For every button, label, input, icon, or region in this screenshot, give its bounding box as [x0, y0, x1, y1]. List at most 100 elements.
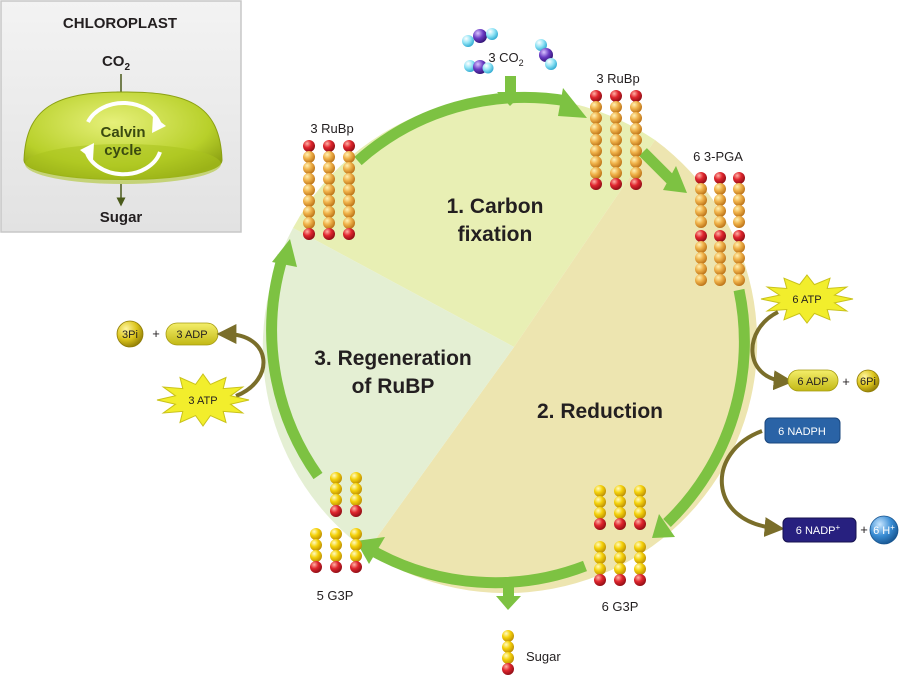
phosphate-bead	[502, 663, 514, 675]
adp-six-pill: 6 ADP	[787, 369, 839, 392]
carbon-bead	[714, 241, 726, 253]
carbon-bead	[590, 123, 602, 135]
phosphate-bead	[733, 172, 745, 184]
phosphate-bead	[590, 90, 602, 102]
phosphate-bead	[590, 178, 602, 190]
g3p-carbon-bead	[594, 485, 606, 497]
carbon-bead	[630, 101, 642, 113]
carbon-bead	[714, 216, 726, 228]
atp-six-arrow	[750, 310, 794, 391]
sector-reduction	[367, 140, 758, 594]
carbon-bead	[610, 134, 622, 146]
phosphate-bead	[610, 90, 622, 102]
carbon-bead	[303, 151, 315, 163]
carbon-bead	[733, 216, 745, 228]
phosphate-bead	[634, 518, 646, 530]
cycle-arrowhead	[663, 166, 687, 193]
carbon-bead	[303, 195, 315, 207]
phosphate-bead	[630, 178, 642, 190]
pi-three-circle: 3Pi	[116, 320, 144, 348]
atp-six-starburst: 6 ATP	[760, 274, 854, 324]
phosphate-bead	[323, 140, 335, 152]
phosphate-bead	[303, 140, 315, 152]
nadp-pill: 6 NADP+	[782, 517, 857, 543]
carbon-bead	[323, 173, 335, 185]
rubp-top-label: 3 RuBp	[596, 71, 639, 86]
carbon-bead	[323, 206, 335, 218]
phosphate-bead	[323, 228, 335, 240]
sugar-output-arrow	[496, 578, 521, 610]
cycle-arrows	[266, 88, 750, 589]
carbon-bead	[733, 205, 745, 217]
g3p-carbon-bead	[634, 485, 646, 497]
phosphate-bead	[330, 505, 342, 517]
g3p-carbon-bead	[594, 541, 606, 553]
sector-regeneration	[262, 228, 514, 551]
g3p-carbon-bead	[350, 539, 362, 551]
rubp-left-chain	[303, 140, 355, 240]
co2-input-arrow	[497, 76, 524, 106]
carbon-bead	[303, 173, 315, 185]
phosphate-bead	[614, 574, 626, 586]
atp-three-starburst: 3 ATP	[156, 373, 250, 427]
carbon-bead	[733, 252, 745, 264]
carbon-bead	[303, 206, 315, 218]
phosphate-bead	[733, 230, 745, 242]
phosphate-bead	[610, 178, 622, 190]
adp-three-pill: 3 ADP	[165, 322, 219, 346]
g3p-carbon-bead	[634, 541, 646, 553]
carbon-bead	[695, 183, 707, 195]
nadph-pill: 6 NADPH	[764, 417, 841, 444]
rubp-top-chain	[590, 90, 642, 190]
carbon-bead	[303, 162, 315, 174]
g3p-carbon-bead	[310, 550, 322, 562]
cycle-arrowhead	[272, 239, 297, 267]
atp-six-label: 6 ATP	[792, 294, 821, 306]
phase-fixation-line2: fixation	[458, 223, 533, 246]
g3p-carbon-bead	[594, 552, 606, 564]
carbon-bead	[610, 101, 622, 113]
plus-sign: +	[152, 326, 160, 341]
carbon-bead	[610, 167, 622, 179]
g3p-carbon-bead	[330, 494, 342, 506]
g3p-carbon-bead	[330, 483, 342, 495]
g3p-carbon-bead	[350, 483, 362, 495]
cycle-sectors	[262, 96, 758, 594]
carbon-bead	[590, 156, 602, 168]
adp-three-label: 3 ADP	[176, 329, 207, 341]
carbon-bead	[323, 217, 335, 229]
g3p-carbon-bead	[350, 550, 362, 562]
phase-regen-line2: of RuBP	[352, 375, 435, 398]
carbon-bead	[343, 173, 355, 185]
cycle-arrow-left	[266, 254, 323, 480]
cycle-arrow-top	[354, 91, 568, 166]
g3p-carbon-bead	[634, 563, 646, 575]
carbon-bead	[610, 145, 622, 157]
g3p-carbon-bead	[594, 563, 606, 575]
plus-sign: +	[842, 374, 850, 389]
carbon-bead	[590, 145, 602, 157]
carbon-bead	[323, 184, 335, 196]
g3p-six-chain-lower	[594, 541, 646, 586]
inset-co2-label: CO2	[102, 53, 131, 73]
sugar-output-label: Sugar	[526, 649, 561, 664]
carbon-bead	[714, 205, 726, 217]
carbon-bead	[303, 217, 315, 229]
carbon-bead	[343, 195, 355, 207]
cycle-arrowhead	[558, 88, 587, 118]
cycle-arrowhead	[356, 537, 385, 564]
g3p-carbon-bead	[614, 541, 626, 553]
cycle-arrow-bottom	[370, 546, 587, 589]
g3p-carbon-bead	[502, 641, 514, 653]
carbon-bead	[323, 162, 335, 174]
carbon-bead	[343, 217, 355, 229]
carbon-bead	[323, 195, 335, 207]
phosphate-bead	[303, 228, 315, 240]
phosphate-bead	[630, 90, 642, 102]
g3p-carbon-bead	[310, 539, 322, 551]
sector-carbon-fixation	[293, 96, 655, 347]
cycle-arrowhead	[652, 514, 675, 538]
g3p-carbon-bead	[310, 528, 322, 540]
h-ion-circle: 6 H+	[869, 515, 899, 545]
phosphate-bead	[330, 561, 342, 573]
